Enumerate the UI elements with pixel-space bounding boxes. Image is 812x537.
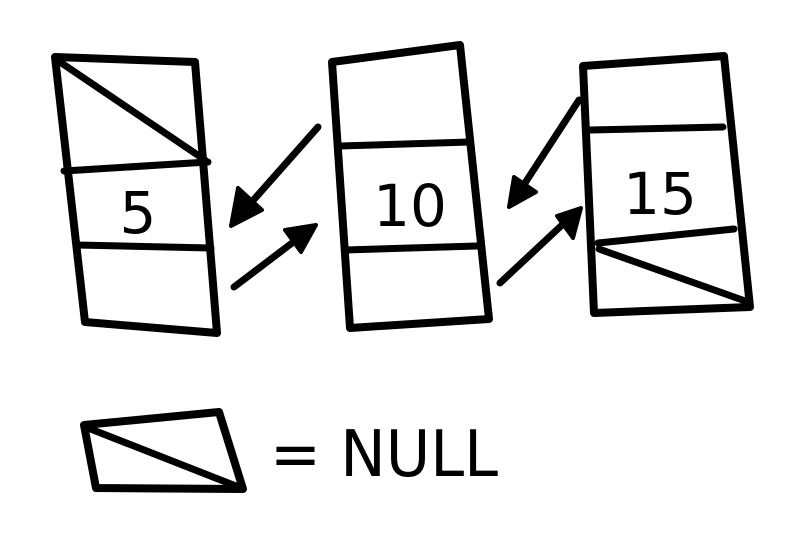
pointer-5-to-10-arrow [230, 223, 318, 291]
null-symbol-icon [80, 408, 247, 493]
node-15-value: 15 [623, 160, 697, 228]
node-10-next-divider [341, 242, 481, 254]
pointer-15-to-10-arrow [507, 96, 583, 209]
node-15-prev-divider [586, 123, 727, 134]
node-5: 5 [51, 53, 221, 337]
node-15: 15 [579, 52, 754, 317]
pointer-10-to-5-arrow [229, 123, 322, 228]
node-5-prev-null-slash [53, 56, 209, 164]
node-10-prev-divider [336, 138, 474, 150]
node-5-prev-divider [60, 158, 212, 175]
node-10: 10 [328, 41, 493, 332]
node-15-next-divider [594, 225, 738, 247]
node-15-outline [579, 52, 754, 317]
node-15-next-null-slash [595, 245, 752, 306]
node-5-outline [51, 53, 221, 337]
node-5-value: 5 [120, 179, 157, 247]
node-5-next-divider [73, 241, 215, 252]
node-10-outline [328, 41, 493, 332]
legend: = NULL [80, 408, 498, 493]
pointer-10-to-15-arrow [496, 206, 583, 287]
node-10-value: 10 [373, 172, 447, 240]
null-legend-label: = NULL [270, 418, 498, 492]
